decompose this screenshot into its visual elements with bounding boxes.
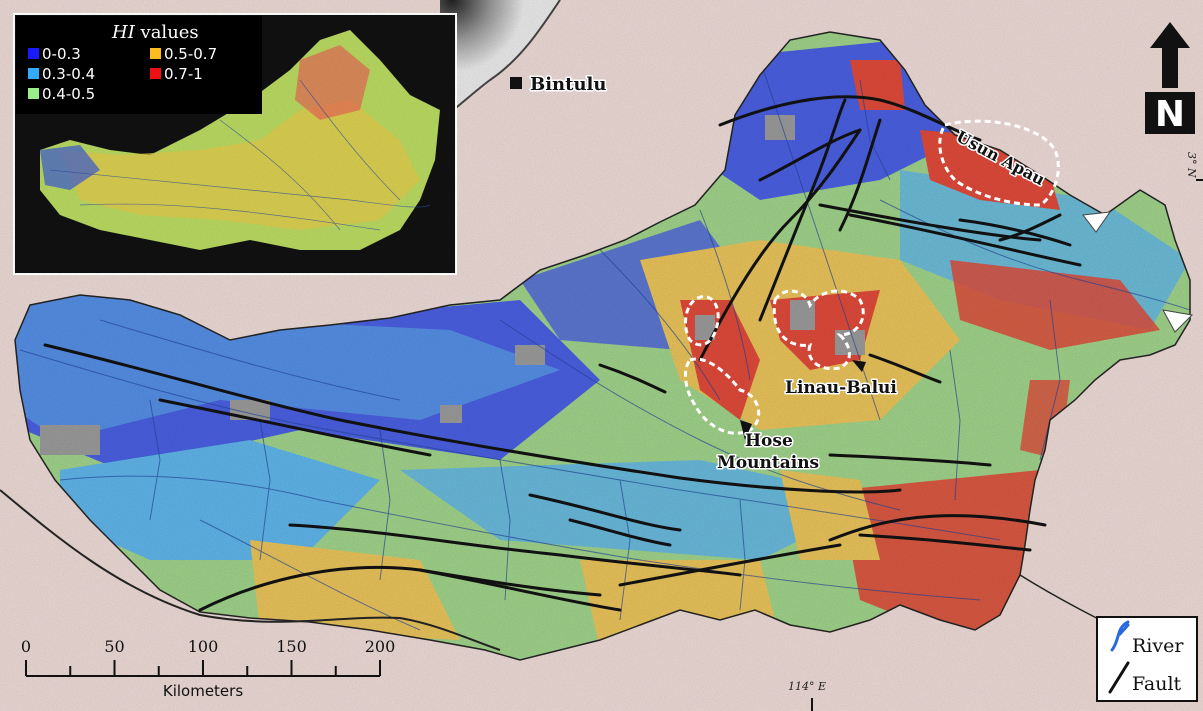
svg-text:0.5-0.7: 0.5-0.7: [164, 45, 217, 63]
legend-panel: [16, 16, 262, 114]
scale-tick-label: 50: [104, 637, 124, 656]
longitude-label: 114° E: [788, 680, 826, 693]
location-pointers: [740, 211, 1194, 440]
fault-icon: [1108, 661, 1130, 694]
svg-text:0-0.3: 0-0.3: [42, 45, 81, 63]
svg-text:0.3-0.4: 0.3-0.4: [42, 65, 95, 83]
latitude-label: 3° N: [1185, 152, 1198, 178]
svg-text:Kilometers: Kilometers: [163, 682, 243, 700]
legend-title: HI values: [111, 22, 199, 43]
hose-label-2: Mountains: [717, 453, 819, 473]
legend-items: 0-0.3 0.3-0.4 0.4-0.5 0.5-0.7 0.7-1: [28, 45, 217, 103]
bintulu-marker: [510, 77, 522, 89]
north-arrow: N: [1145, 22, 1195, 135]
legend-swatch: [28, 48, 39, 59]
legend-swatch: [150, 48, 161, 59]
boundary-line: [0, 489, 501, 651]
scale-bar: 0 50 100 150 200 Kilometers: [21, 637, 395, 700]
bintulu-label: Bintulu: [530, 74, 606, 95]
svg-text:0.7-1: 0.7-1: [164, 65, 203, 83]
triangle-marker-north: [1082, 211, 1112, 233]
hose-label-1: Hose: [745, 431, 793, 451]
river-icon: [1110, 620, 1130, 652]
scale-tick-label: 0: [21, 637, 31, 656]
svg-text:N: N: [1155, 94, 1185, 135]
inset-map: HI values 0-0.3 0.3-0.4 0.4-0.5 0.5-0.7 …: [13, 13, 457, 275]
scale-tick-label: 100: [188, 637, 219, 656]
scale-tick-label: 150: [276, 637, 307, 656]
river-network: [19, 59, 1190, 631]
mountain-outlines: [683, 119, 1060, 435]
scale-tick-label: 200: [365, 637, 396, 656]
map-key: River Fault: [1096, 616, 1198, 702]
legend-swatch: [28, 68, 39, 79]
svg-text:0.4-0.5: 0.4-0.5: [42, 85, 95, 103]
linau-balui-label: Linau-Balui: [785, 378, 897, 398]
triangle-marker-south: [1162, 309, 1194, 333]
north-arrow-icon: [1150, 22, 1190, 88]
svg-text:Fault: Fault: [1132, 673, 1182, 695]
svg-text:River: River: [1132, 635, 1184, 657]
legend-swatch: [28, 88, 39, 99]
legend-swatch: [150, 68, 161, 79]
fault-lines: [43, 95, 1082, 612]
